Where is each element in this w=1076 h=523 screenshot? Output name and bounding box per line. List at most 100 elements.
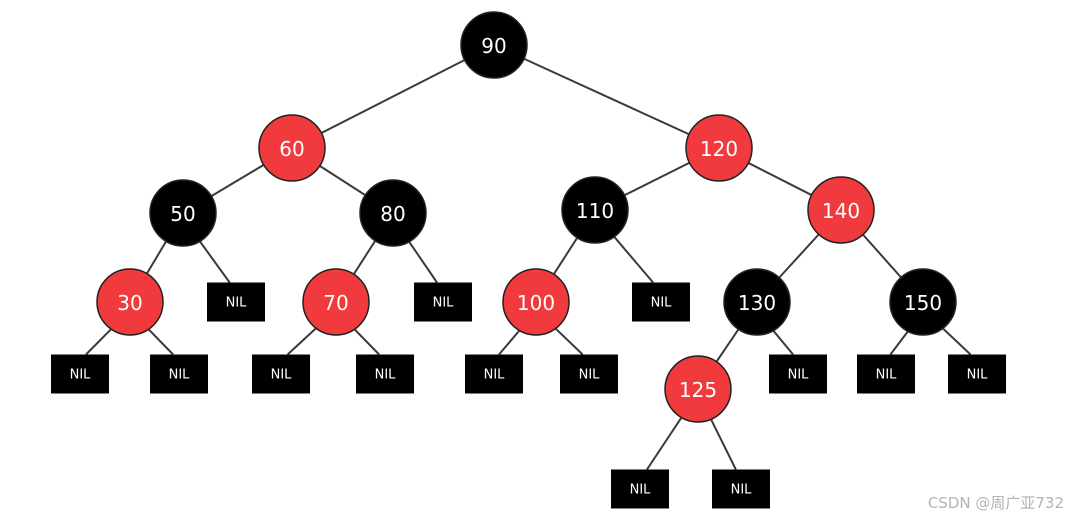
nil-label: NIL — [876, 368, 898, 383]
black-node-circle — [723, 268, 791, 336]
edge-n120-n140 — [747, 162, 813, 196]
tree-node-60: 60 — [258, 114, 326, 182]
nil-leaf: NIL — [769, 354, 827, 394]
red-node-circle — [96, 268, 164, 336]
nil-box — [356, 354, 414, 394]
nil-box — [150, 354, 208, 394]
nil-leaf: NIL — [150, 354, 208, 394]
edge-n130-n125 — [715, 328, 740, 363]
nil-leaf: NIL — [560, 354, 618, 394]
node-label: 125 — [679, 378, 717, 402]
nil-label: NIL — [651, 296, 673, 311]
red-node-circle — [302, 268, 370, 336]
edge-n120-n110 — [624, 161, 690, 197]
nil-label: NIL — [788, 368, 810, 383]
black-node-circle — [149, 179, 217, 247]
nil-leaf: NIL — [252, 354, 310, 394]
nil-box — [414, 282, 472, 322]
nil-box — [769, 354, 827, 394]
red-node-circle — [807, 176, 875, 244]
nil-box — [857, 354, 915, 394]
nil-label: NIL — [70, 368, 92, 383]
edge-n30-nil_30l — [85, 328, 112, 356]
nil-box — [207, 282, 265, 322]
tree-node-140: 140 — [807, 176, 875, 244]
node-label: 60 — [279, 137, 304, 161]
nil-box — [465, 354, 523, 394]
tree-node-50: 50 — [149, 179, 217, 247]
edge-n110-n100 — [552, 237, 579, 275]
edge-n150-nil_150r — [942, 327, 972, 356]
nil-label: NIL — [630, 483, 652, 498]
nil-leaf: NIL — [611, 469, 669, 509]
edge-n90-n120 — [523, 57, 690, 136]
node-label: 150 — [904, 291, 942, 315]
black-node-circle — [561, 176, 629, 244]
edge-n100-nil_100r — [554, 327, 584, 356]
nil-box — [948, 354, 1006, 394]
nil-label: NIL — [484, 368, 506, 383]
black-node-circle — [889, 268, 957, 336]
edge-n50-nil_50r — [199, 240, 231, 284]
nil-label: NIL — [271, 368, 293, 383]
nil-leaf: NIL — [632, 282, 690, 322]
nil-label: NIL — [579, 368, 601, 383]
nil-leaf: NIL — [857, 354, 915, 394]
edge-n125-nil_125l — [646, 416, 683, 471]
nil-label: NIL — [226, 296, 248, 311]
edge-n140-n130 — [778, 233, 820, 279]
nil-leaf: NIL — [207, 282, 265, 322]
nil-box — [51, 354, 109, 394]
tree-node-120: 120 — [685, 114, 753, 182]
tree-edges — [85, 57, 972, 471]
edge-n100-nil_100l — [498, 329, 521, 356]
red-node-circle — [685, 114, 753, 182]
nil-label: NIL — [967, 368, 989, 383]
edge-n150-nil_150l — [889, 330, 909, 356]
nil-box — [632, 282, 690, 322]
tree-node-80: 80 — [359, 179, 427, 247]
edge-n125-nil_125r — [710, 418, 737, 470]
node-label: 140 — [822, 199, 860, 223]
edge-n70-nil_70r — [353, 328, 380, 356]
tree-node-70: 70 — [302, 268, 370, 336]
edge-n140-n150 — [862, 233, 902, 279]
nil-leaf: NIL — [465, 354, 523, 394]
nil-label: NIL — [433, 296, 455, 311]
node-label: 30 — [117, 291, 142, 315]
black-node-circle — [460, 11, 528, 79]
red-node-circle — [502, 268, 570, 336]
edge-n80-n70 — [352, 240, 377, 275]
tree-node-110: 110 — [561, 176, 629, 244]
watermark: CSDN @周广亚732 — [927, 494, 1064, 512]
edge-n60-n80 — [319, 165, 366, 196]
node-label: 70 — [323, 291, 348, 315]
nil-leaf: NIL — [356, 354, 414, 394]
edge-n80-nil_80r — [408, 241, 438, 284]
edge-n30-nil_30r — [147, 328, 174, 356]
edge-n50-n30 — [146, 240, 167, 275]
tree-node-130: 130 — [723, 268, 791, 336]
node-label: 130 — [738, 291, 776, 315]
node-label: 120 — [700, 137, 738, 161]
tree-node-150: 150 — [889, 268, 957, 336]
edge-n110-nil_110r — [613, 236, 654, 284]
node-label: 80 — [380, 202, 405, 226]
red-node-circle — [664, 355, 732, 423]
edge-n70-nil_70l — [286, 327, 317, 356]
node-label: 110 — [576, 199, 614, 223]
tree-node-125: 125 — [664, 355, 732, 423]
nil-label: NIL — [169, 368, 191, 383]
node-label: 100 — [517, 291, 555, 315]
edge-n90-n60 — [320, 59, 466, 134]
nil-box — [560, 354, 618, 394]
node-label: 50 — [170, 202, 195, 226]
nil-label: NIL — [375, 368, 397, 383]
nil-leaf: NIL — [712, 469, 770, 509]
nil-box — [712, 469, 770, 509]
nil-label: NIL — [731, 483, 753, 498]
edge-n60-n50 — [210, 164, 265, 197]
nil-leaf: NIL — [948, 354, 1006, 394]
